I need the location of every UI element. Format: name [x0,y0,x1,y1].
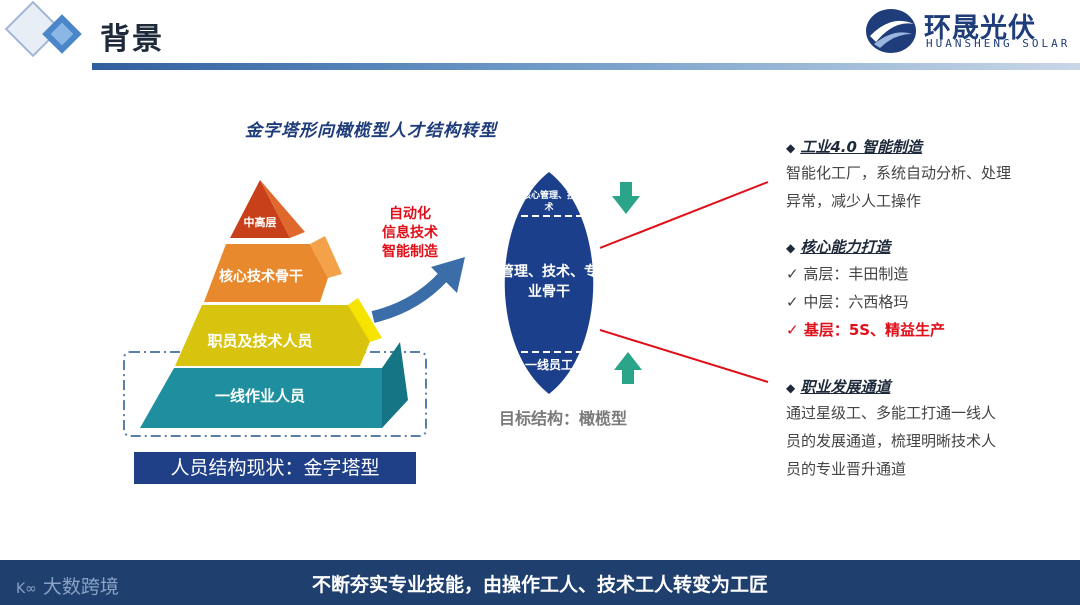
list-item: ✓ 中层：六西格玛 [786,291,1018,319]
section-title: 职业发展通道 [800,378,890,396]
driver-automation: 自动化 [375,205,445,224]
header-divider [92,63,1080,70]
list-item-text: 中层：六西格玛 [803,293,908,311]
diamond-bullet-icon: ◆ [786,241,795,255]
brand-name: 大数跨境 [43,576,119,598]
check-icon: ✓ [786,265,799,283]
list-item-text: 基层：5S、精益生产 [804,321,945,339]
check-icon: ✓ [786,321,799,339]
list-item: ✓ 高层：丰田制造 [786,263,1018,291]
diagram-subtitle: 金字塔形向橄榄型人才结构转型 [245,116,497,141]
header-diamond-decoration [0,0,95,75]
target-structure-label: 目标结构：橄榄型 [499,405,627,429]
pyramid-level-staff: 职员及技术人员 [196,330,324,351]
driver-smart-mfg: 智能制造 [375,243,445,262]
section-title-row: ◆ 核心能力打造 [786,236,1018,257]
olive-middle-label: 管理、技术、专业骨干 [500,262,598,302]
olive-top-label: 核心管理、技术 [520,190,578,214]
list-item: ✓ 基层：5S、精益生产 [786,319,1018,347]
diamond-bullet-icon: ◆ [786,141,795,155]
transition-arrow-icon [365,255,475,325]
logo-english-name: HUANSHENG SOLAR [926,37,1070,50]
list-item-text: 高层：丰田制造 [803,265,908,283]
section-body: 通过星级工、多能工打通一线人员的发展通道，梳理明晰技术人员的专业晋升通道 [786,399,1008,483]
driver-list: 自动化 信息技术 智能制造 [375,205,445,262]
pyramid-level-core: 核心技术骨干 [206,266,316,286]
section-core-capability: ◆ 核心能力打造 ✓ 高层：丰田制造 ✓ 中层：六西格玛 ✓ 基层：5S、精益生… [786,236,1018,347]
page-title: 背景 [100,14,164,58]
footer-watermark: K∞ 大数跨境 [16,572,119,599]
section-body: 智能化工厂，系统自动分析、处理异常，减少人工操作 [786,159,1018,215]
diamond-bullet-icon: ◆ [786,381,795,395]
brand-mark-icon: K∞ [16,581,37,597]
company-logo-icon [864,6,918,56]
check-icon: ✓ [786,293,799,311]
section-title: 工业4.0 智能制造 [800,138,922,156]
section-title-row: ◆ 职业发展通道 [786,376,1008,397]
section-title-row: ◆ 工业4.0 智能制造 [786,136,1018,157]
driver-it: 信息技术 [375,224,445,243]
section-career-path: ◆ 职业发展通道 通过星级工、多能工打通一线人员的发展通道，梳理明晰技术人员的专… [786,376,1008,483]
pyramid-level-top: 中高层 [232,214,288,230]
current-structure-label: 人员结构现状：金字塔型 [134,452,416,484]
section-title: 核心能力打造 [800,238,890,256]
footer-slogan: 不断夯实专业技能，由操作工人、技术工人转变为工匠 [0,570,1080,597]
pyramid-level-frontline: 一线作业人员 [196,385,324,406]
olive-bottom-label: 一线员工 [516,356,582,373]
section-industry40: ◆ 工业4.0 智能制造 智能化工厂，系统自动分析、处理异常，减少人工操作 [786,136,1018,215]
connector-lines [600,170,780,390]
